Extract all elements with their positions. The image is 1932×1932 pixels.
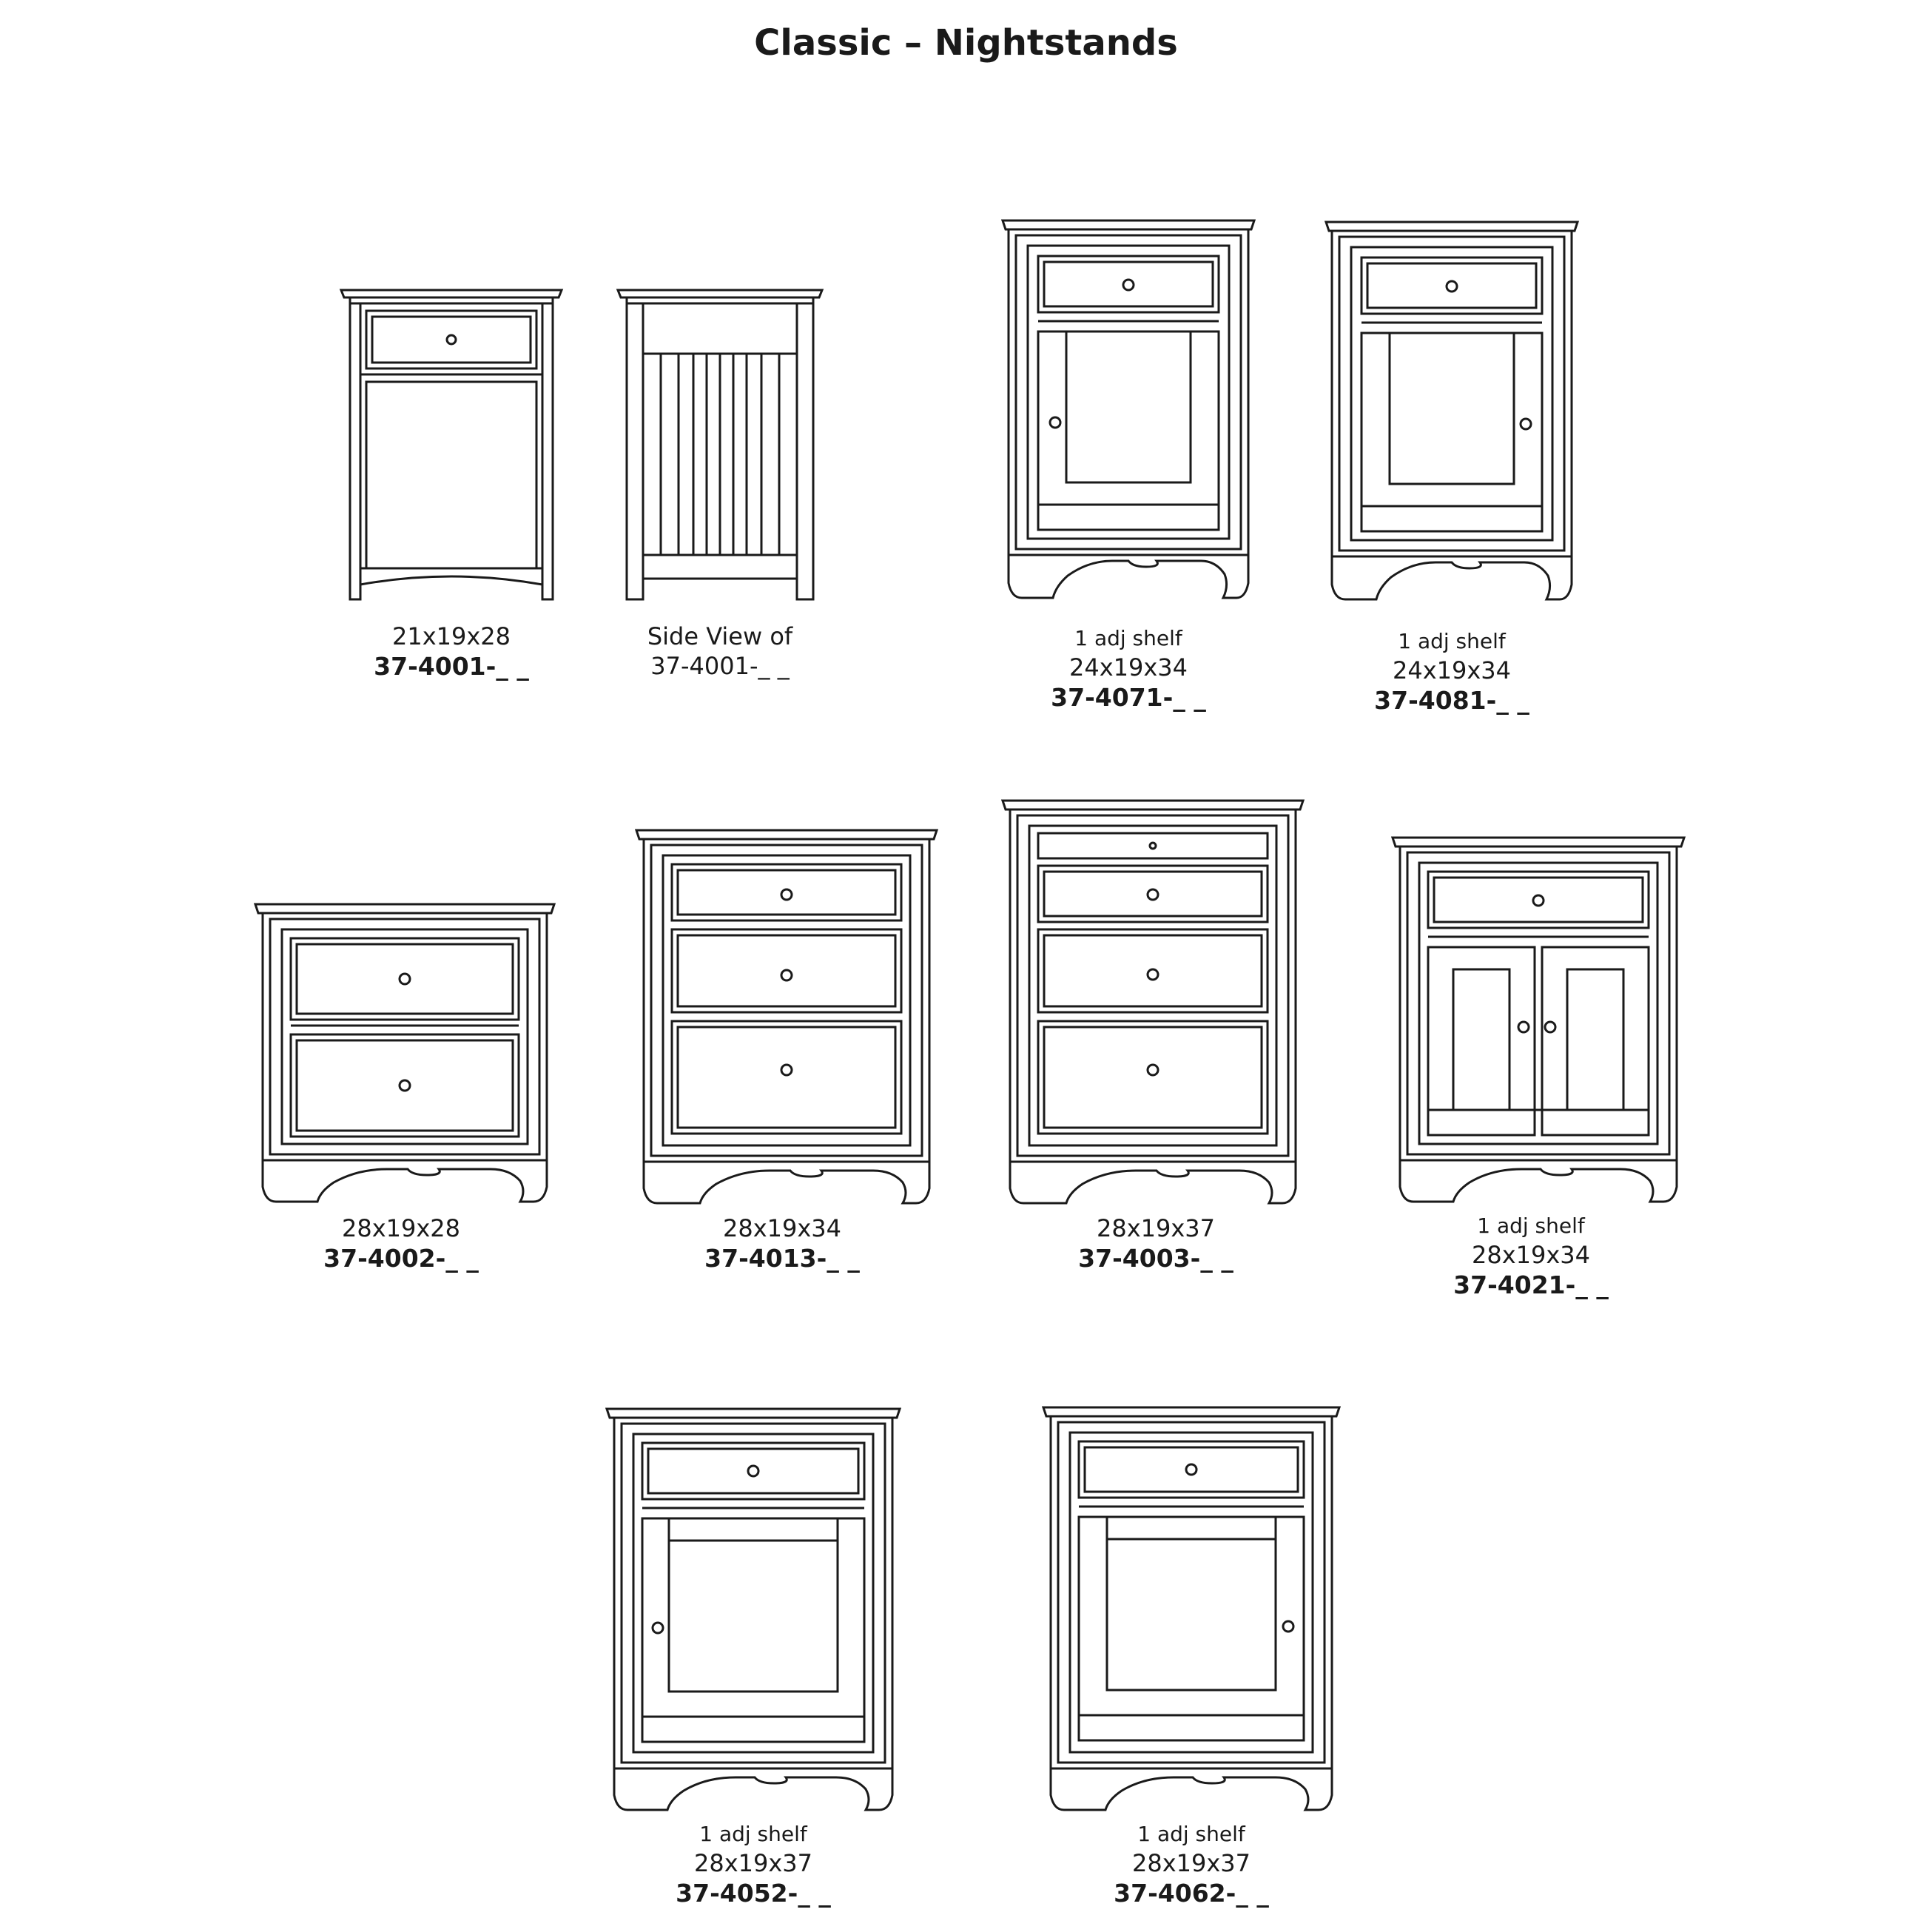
caption-37-4071: 1 adj shelf 24x19x34 37-4071-_ _ bbox=[906, 625, 1350, 713]
nightstand-37-4001-side-drawing bbox=[616, 289, 824, 607]
nightstand-37-4002-drawing bbox=[254, 903, 556, 1205]
dimensions: Side View of bbox=[647, 622, 793, 650]
sku: 37-4052-_ _ bbox=[676, 1879, 831, 1908]
dimensions: 24x19x34 bbox=[1392, 656, 1512, 684]
dimensions: 24x19x34 bbox=[1068, 653, 1188, 681]
dimensions: 28x19x37 bbox=[1096, 1214, 1216, 1242]
nightstand-37-4081-drawing bbox=[1325, 221, 1579, 602]
sku: 37-4021-_ _ bbox=[1453, 1270, 1609, 1299]
sku: 37-4013-_ _ bbox=[704, 1244, 860, 1273]
sku: 37-4071-_ _ bbox=[1051, 683, 1206, 712]
caption-37-4052: 1 adj shelf 28x19x37 37-4052-_ _ bbox=[531, 1820, 975, 1909]
caption-37-4013: 28x19x34 37-4013-_ _ bbox=[560, 1214, 1004, 1274]
nightstand-37-4001-drawing bbox=[337, 289, 566, 607]
sku: 37-4001-_ _ bbox=[650, 652, 790, 680]
nightstand-37-4013-drawing bbox=[635, 829, 938, 1205]
nightstand-37-4062-drawing bbox=[1042, 1406, 1341, 1813]
dimensions: 28x19x34 bbox=[1471, 1241, 1591, 1269]
nightstand-37-4052-drawing bbox=[605, 1407, 901, 1813]
sku: 37-4003-_ _ bbox=[1078, 1244, 1233, 1273]
sku: 37-4001-_ _ bbox=[374, 652, 529, 681]
dimensions: 21x19x28 bbox=[391, 622, 511, 650]
dimensions: 28x19x28 bbox=[341, 1214, 461, 1242]
caption-37-4062: 1 adj shelf 28x19x37 37-4062-_ _ bbox=[969, 1820, 1413, 1909]
dimensions: 28x19x37 bbox=[1131, 1849, 1251, 1877]
dimensions: 28x19x34 bbox=[722, 1214, 842, 1242]
caption-37-4001-side: Side View of 37-4001-_ _ bbox=[498, 622, 942, 681]
shelf-note: 1 adj shelf bbox=[699, 1822, 807, 1846]
shelf-note: 1 adj shelf bbox=[1074, 626, 1182, 650]
sku: 37-4062-_ _ bbox=[1114, 1879, 1269, 1908]
sku: 37-4081-_ _ bbox=[1374, 686, 1529, 715]
dimensions: 28x19x37 bbox=[693, 1849, 813, 1877]
shelf-note: 1 adj shelf bbox=[1477, 1214, 1585, 1238]
nightstand-37-4021-drawing bbox=[1391, 836, 1686, 1203]
caption-37-4003: 28x19x37 37-4003-_ _ bbox=[934, 1214, 1378, 1274]
page-title: Classic – Nightstands bbox=[754, 22, 1178, 64]
nightstand-37-4071-drawing bbox=[1001, 219, 1256, 601]
nightstand-37-4003-drawing bbox=[1001, 799, 1305, 1205]
shelf-note: 1 adj shelf bbox=[1137, 1822, 1245, 1846]
caption-37-4002: 28x19x28 37-4002-_ _ bbox=[179, 1214, 623, 1274]
shelf-note: 1 adj shelf bbox=[1398, 629, 1506, 653]
sku: 37-4002-_ _ bbox=[323, 1244, 479, 1273]
caption-37-4001: 21x19x28 37-4001-_ _ bbox=[229, 622, 673, 682]
caption-37-4081: 1 adj shelf 24x19x34 37-4081-_ _ bbox=[1230, 627, 1674, 716]
caption-37-4021: 1 adj shelf 28x19x34 37-4021-_ _ bbox=[1309, 1212, 1753, 1301]
